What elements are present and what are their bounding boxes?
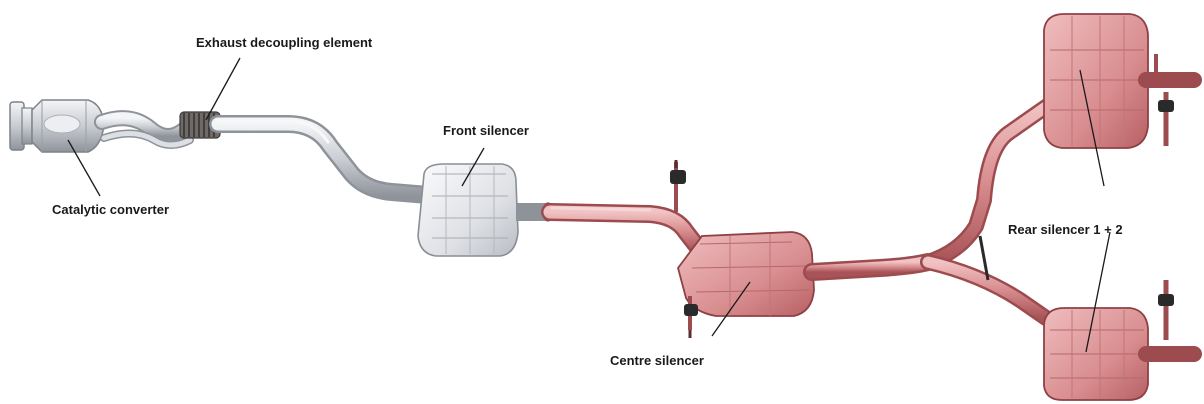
label-front-silencer: Front silencer <box>443 123 529 139</box>
centre-silencer-part <box>678 232 814 338</box>
label-centre-silencer: Centre silencer <box>610 353 704 369</box>
hanger-bracket <box>670 160 686 212</box>
front-silencer-part <box>418 164 553 256</box>
leader-line-exhaust-decoupling <box>206 58 240 120</box>
rear-silencer-2-part <box>1044 280 1194 400</box>
rear-silencer-1-part <box>1044 14 1194 148</box>
intermediate-pipe <box>218 121 440 196</box>
rear-pipes <box>812 104 1050 318</box>
catalytic-converter-part <box>10 100 206 152</box>
label-exhaust-decoupling-element: Exhaust decoupling element <box>196 35 372 51</box>
mid-pipe <box>550 208 700 250</box>
label-rear-silencer: Rear silencer 1 + 2 <box>1008 222 1123 238</box>
label-catalytic-converter: Catalytic converter <box>52 202 169 218</box>
